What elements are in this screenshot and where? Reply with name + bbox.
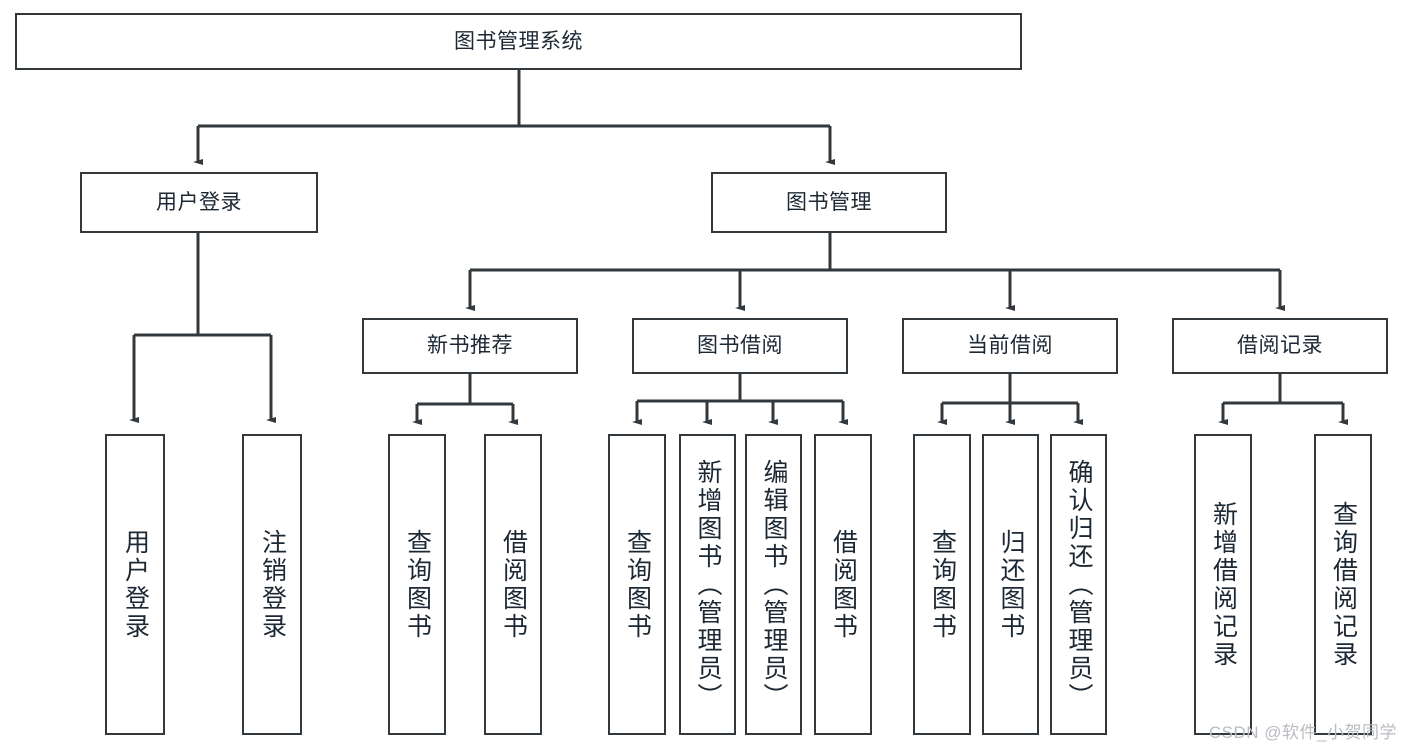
leaf-borrow-query-book[interactable]: 查询图书 xyxy=(608,434,666,735)
node-label: 新增图书（管理员） xyxy=(694,458,722,711)
node-label: 用户登录 xyxy=(121,528,150,641)
node-label: 查询图书 xyxy=(928,528,957,641)
leaf-record-add[interactable]: 新增借阅记录 xyxy=(1194,434,1252,735)
node-label: 用户登录 xyxy=(156,190,242,214)
node-label: 确认归还（管理员） xyxy=(1065,458,1093,711)
leaf-borrow-add-book[interactable]: 新增图书（管理员） xyxy=(679,434,736,735)
leaf-current-query-book[interactable]: 查询图书 xyxy=(913,434,971,735)
node-new-book-recommend[interactable]: 新书推荐 xyxy=(362,318,578,374)
leaf-user-login-login[interactable]: 用户登录 xyxy=(105,434,165,735)
node-label: 归还图书 xyxy=(997,528,1025,641)
node-label: 查询图书 xyxy=(403,528,432,641)
node-label: 图书管理 xyxy=(786,190,872,214)
leaf-record-query[interactable]: 查询借阅记录 xyxy=(1314,434,1372,735)
leaf-new-book-borrow[interactable]: 借阅图书 xyxy=(484,434,542,735)
leaf-borrow-borrow-book[interactable]: 借阅图书 xyxy=(814,434,872,735)
node-label: 注销登录 xyxy=(258,528,287,641)
leaf-current-return-book[interactable]: 归还图书 xyxy=(982,434,1039,735)
watermark: CSDN @软件_小贺同学 xyxy=(1208,723,1397,742)
leaf-borrow-edit-book[interactable]: 编辑图书（管理员） xyxy=(745,434,802,735)
node-label: 查询图书 xyxy=(623,528,652,641)
node-root-book-management-system[interactable]: 图书管理系统 xyxy=(15,13,1022,70)
node-label: 编辑图书（管理员） xyxy=(760,458,788,711)
node-label: 当前借阅 xyxy=(967,334,1053,358)
node-label: 图书借阅 xyxy=(697,334,783,358)
node-label: 图书管理系统 xyxy=(454,29,583,53)
leaf-new-book-query[interactable]: 查询图书 xyxy=(388,434,446,735)
node-label: 新增借阅记录 xyxy=(1209,500,1238,669)
node-user-login[interactable]: 用户登录 xyxy=(80,172,318,233)
node-label: 借阅图书 xyxy=(499,528,528,641)
node-current-borrow[interactable]: 当前借阅 xyxy=(902,318,1118,374)
node-label: 借阅记录 xyxy=(1237,334,1323,358)
node-label: 查询借阅记录 xyxy=(1329,500,1358,669)
node-label: 新书推荐 xyxy=(427,334,513,358)
node-book-borrow[interactable]: 图书借阅 xyxy=(632,318,848,374)
leaf-current-confirm-return[interactable]: 确认归还（管理员） xyxy=(1050,434,1107,735)
node-book-management[interactable]: 图书管理 xyxy=(711,172,947,233)
node-borrow-record[interactable]: 借阅记录 xyxy=(1172,318,1388,374)
leaf-user-login-logout[interactable]: 注销登录 xyxy=(242,434,302,735)
node-label: 借阅图书 xyxy=(829,528,858,641)
